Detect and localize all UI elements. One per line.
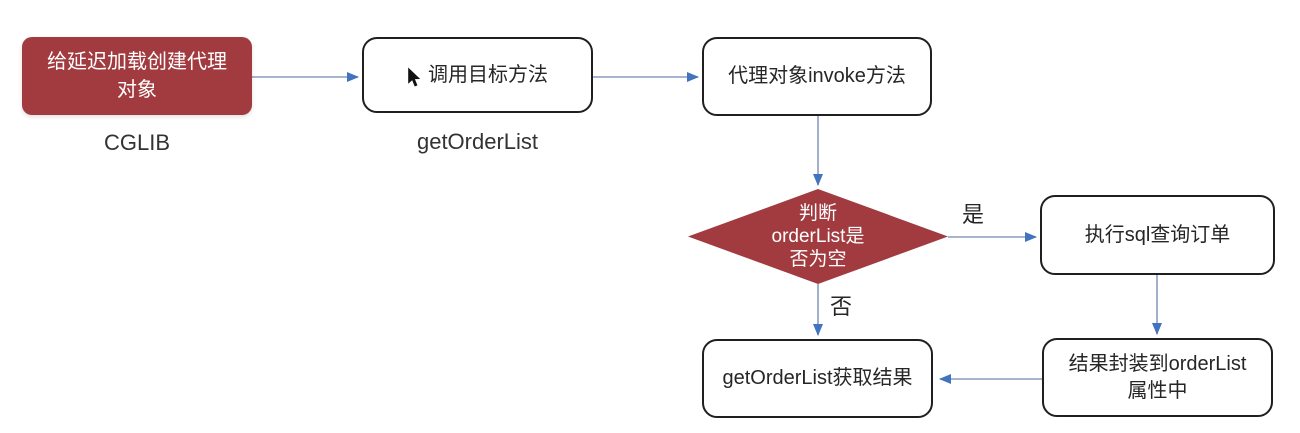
node-get-result: getOrderList获取结果 — [702, 339, 933, 418]
node-call-target-label: 调用目标方法 — [428, 63, 548, 86]
node-exec-sql: 执行sql查询订单 — [1040, 195, 1275, 275]
caption-cglib: CGLIB — [103, 130, 171, 155]
node-invoke: 代理对象invoke方法 — [702, 37, 932, 116]
node-wrap-result-label: 结果封装到orderList 属性中 — [1068, 352, 1247, 402]
node-invoke-label: 代理对象invoke方法 — [728, 65, 906, 87]
node-wrap-result: 结果封装到orderList 属性中 — [1042, 338, 1273, 417]
node-exec-sql-label: 执行sql查询订单 — [1084, 223, 1231, 246]
node-create-proxy-label: 给延迟加载创建代理 对象 — [47, 51, 227, 101]
cursor-icon — [407, 67, 422, 88]
caption-getorderlist: getOrderList — [416, 129, 539, 154]
edge-label-yes: 是 — [962, 202, 985, 227]
node-decision-label: 判断 orderList是 否为空 — [771, 202, 865, 271]
node-get-result-label: getOrderList获取结果 — [722, 367, 913, 389]
node-call-target: 调用目标方法 — [362, 37, 593, 113]
edge-label-no: 否 — [830, 294, 853, 319]
node-create-proxy: 给延迟加载创建代理 对象 — [22, 37, 252, 115]
